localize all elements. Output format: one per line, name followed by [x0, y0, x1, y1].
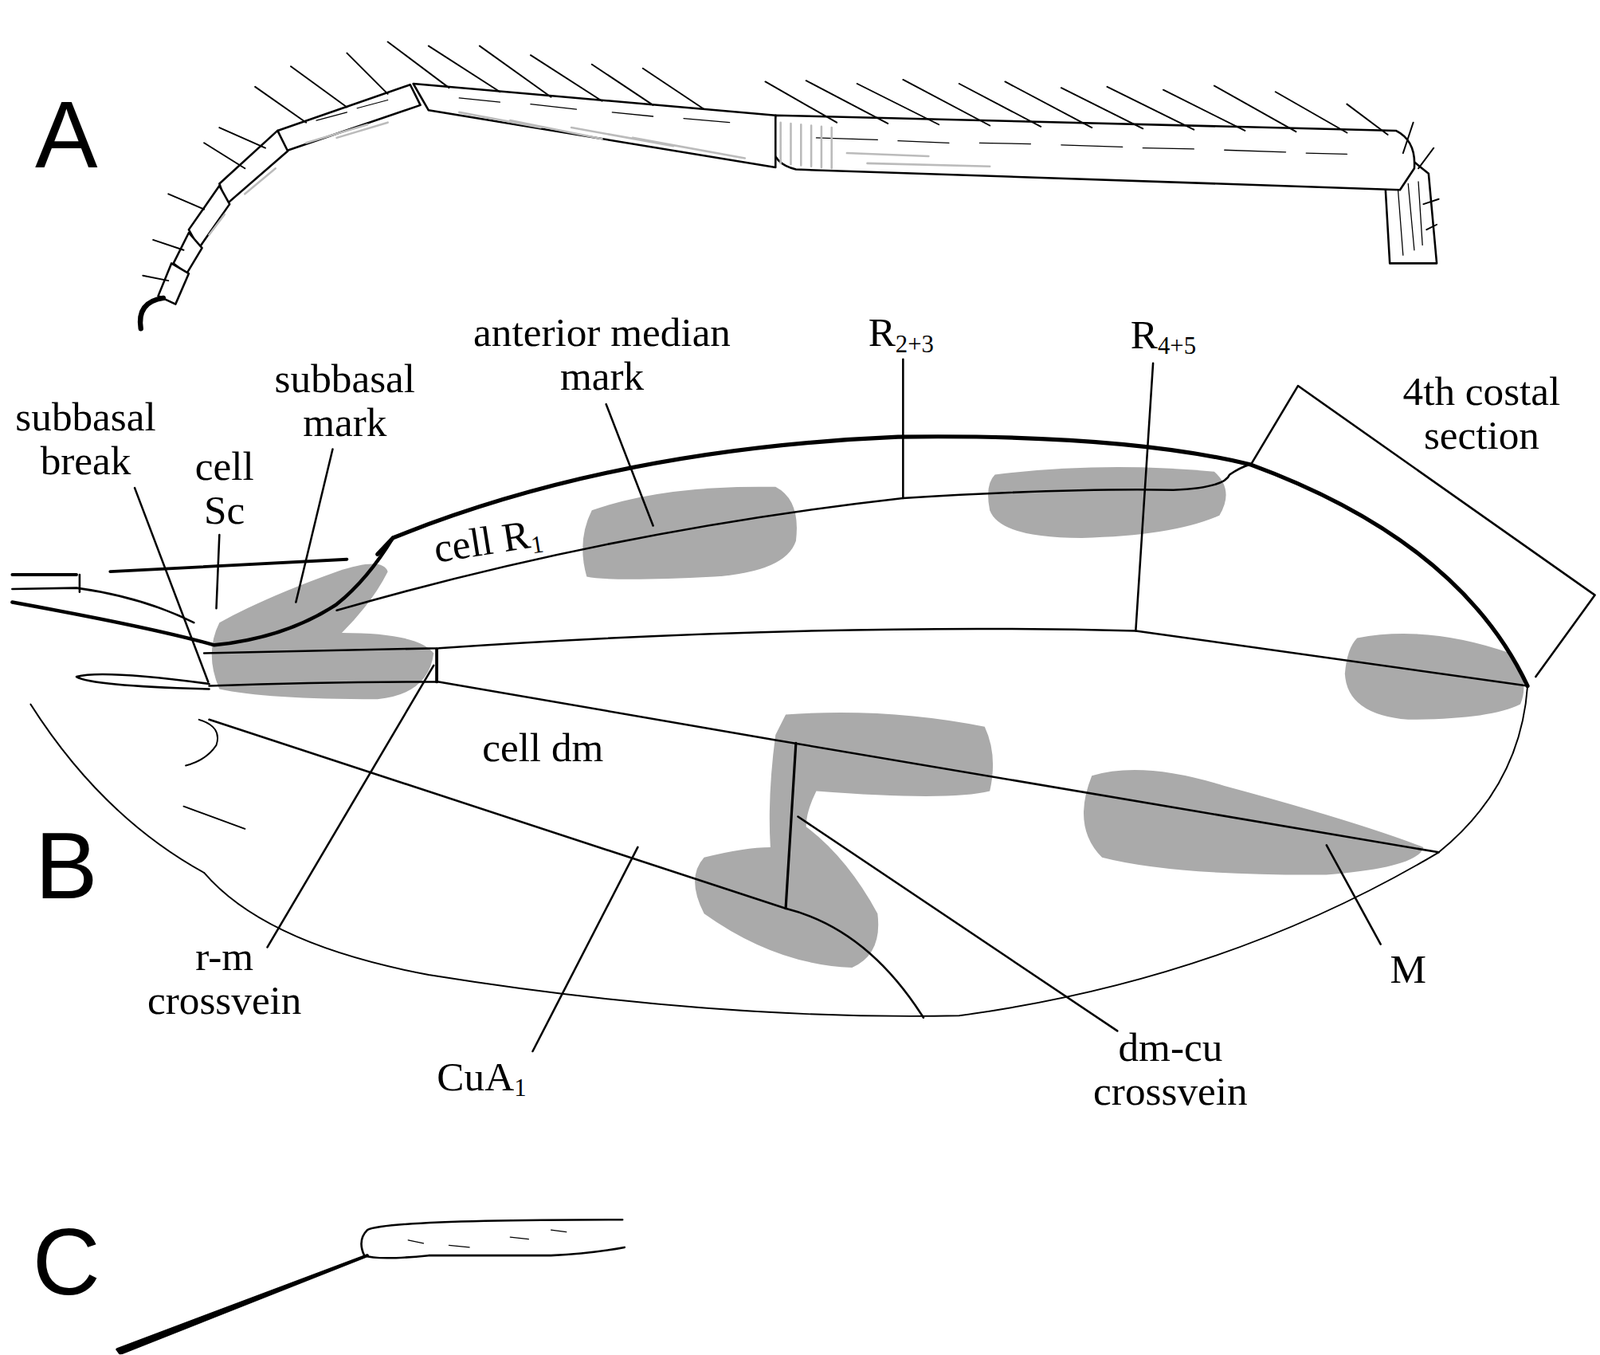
part-label: R4+5: [1101, 312, 1225, 357]
part-label: M: [1367, 947, 1449, 992]
illustration-stroke: [140, 298, 164, 329]
part-label: subbasal mark: [250, 356, 440, 445]
illustration-stroke: [203, 628, 1528, 687]
part-label: R2+3: [839, 310, 963, 355]
illustration-stroke: [185, 719, 218, 766]
illustration-stroke: [11, 588, 194, 624]
illustration-stroke: [1083, 769, 1424, 875]
illustration-stroke: [76, 674, 209, 689]
illustration-stroke: [360, 1219, 624, 1258]
illustration-stroke: [772, 115, 1415, 190]
illustration-stroke: [211, 466, 1525, 968]
illustration-stroke: [785, 742, 797, 908]
illustration-stroke: [11, 42, 1595, 1354]
illustration-stroke: [407, 1229, 566, 1248]
illustration-stroke: [1397, 181, 1423, 255]
part-label: cell Sc: [176, 443, 274, 533]
panel-letter: C: [10, 1214, 123, 1309]
illustration-stroke: [1345, 633, 1525, 720]
illustration-stroke: [209, 719, 924, 1018]
illustration-stroke: [209, 681, 1440, 852]
panel-letter: A: [10, 87, 123, 182]
illustration-stroke: [582, 486, 797, 580]
illustration-stroke: [211, 564, 435, 700]
part-label: cell dm: [440, 725, 645, 770]
panel-letter: B: [10, 818, 123, 913]
illustration-stroke: [11, 559, 347, 575]
illustration-stroke: [142, 42, 1439, 282]
illustration-stroke: [184, 806, 246, 829]
illustration-stroke: [988, 466, 1227, 538]
illustration-stroke: [134, 359, 1381, 1051]
part-label: cell R1: [383, 502, 593, 579]
illustration-stroke: [1250, 385, 1596, 677]
illustration-stroke: [11, 537, 393, 645]
illustration-stroke: [117, 1254, 368, 1353]
illustration-stroke: [337, 464, 1251, 611]
part-label: anterior median mark: [461, 309, 742, 399]
part-label: CuA1: [410, 1054, 553, 1099]
illustration-stroke: [435, 648, 439, 682]
part-label: 4th costal section: [1364, 368, 1600, 458]
part-label: subbasal break: [0, 394, 178, 483]
illustration-stroke: [377, 436, 1528, 687]
illustration-stroke: [209, 112, 991, 236]
illustration-stroke: [219, 130, 288, 204]
part-label: r-m crossvein: [122, 933, 327, 1023]
part-label: dm-cu crossvein: [1066, 1023, 1276, 1113]
